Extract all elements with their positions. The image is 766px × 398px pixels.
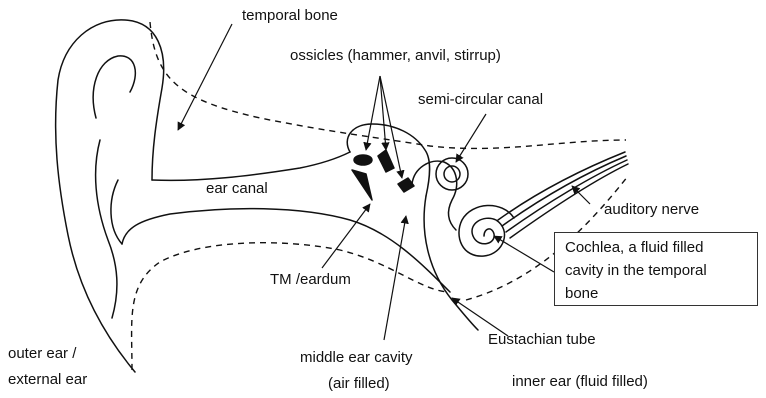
hammer (354, 155, 372, 165)
temporal-bone-boundary-upper (150, 22, 626, 148)
label-temporal-bone: temporal bone (242, 7, 338, 24)
label-auditory-nerve: auditory nerve (604, 201, 699, 218)
label-ossicles: ossicles (hammer, anvil, stirrup) (290, 47, 501, 64)
leader-tm-eardrum (322, 204, 370, 268)
ear-canal-upper-wall (152, 152, 350, 180)
label-middle-ear-1: middle ear cavity (300, 349, 413, 366)
cochlea-callout-line-2: cavity in the temporal (565, 259, 747, 282)
leader-ossicles-hammer (366, 76, 380, 150)
leader-semicircular-canal (456, 114, 486, 162)
anvil (378, 150, 394, 172)
cochlea-callout: Cochlea, a fluid filled cavity in the te… (554, 232, 758, 306)
auditory-nerve-fiber-3 (506, 160, 627, 232)
stirrup (398, 178, 414, 192)
label-semicircular-canal: semi-circular canal (418, 91, 543, 108)
label-eustachian-tube: Eustachian tube (488, 331, 596, 348)
semicircular-canal-outer (436, 158, 468, 190)
label-tm-eardrum: TM /eardum (270, 271, 351, 288)
pinna-inner-fold (93, 56, 135, 118)
eardrum (352, 170, 372, 200)
cochlea-callout-line-1: Cochlea, a fluid filled (565, 236, 747, 259)
leader-middle-ear (384, 216, 406, 340)
cochlea-callout-line-3: bone (565, 282, 747, 305)
label-inner-ear: inner ear (fluid filled) (512, 373, 648, 390)
label-outer-ear-2: external ear (8, 371, 87, 388)
pinna-tragus (111, 180, 122, 244)
leader-cochlea (494, 236, 554, 272)
label-middle-ear-2: (air filled) (328, 375, 390, 392)
vestibule (412, 161, 457, 230)
label-outer-ear-1: outer ear / (8, 345, 77, 362)
cochlea (459, 205, 514, 256)
label-ear-canal: ear canal (206, 180, 268, 197)
leader-temporal-bone (178, 24, 232, 130)
pinna-outline (56, 20, 164, 372)
